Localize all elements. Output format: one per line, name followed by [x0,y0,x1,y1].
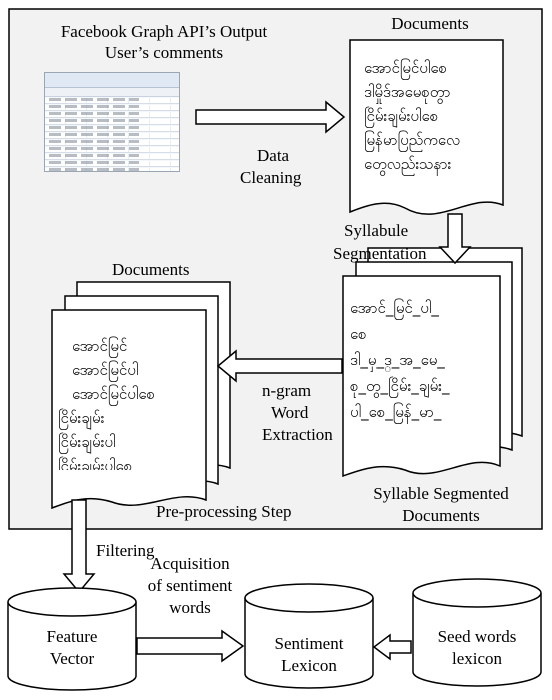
acquisition-label-2: of sentiment [147,576,233,595]
arrow-data-cleaning [195,100,346,134]
seed-words-label-1: Seed words [437,627,517,646]
document-shape-top [349,39,504,215]
syllable-seg-label-2: Segmentation [333,244,427,263]
acquisition-label-1: Acquisition [150,554,230,573]
arrow-ngram-extraction [216,349,343,383]
documents-left-label: Documents [112,260,190,279]
ngram-label-3: Extraction [262,425,333,444]
syllable-seg-label-1: Syllabule [344,221,409,240]
doc-top-line-3: ငြိမ်းချမ်းပါစေ [364,107,439,125]
ngram-doc-line-4: ငြိမ်းချမ်း [58,409,105,427]
doc-top-line-1: အောင်မြင်ပါစေ [364,59,447,77]
documents-top-label: Documents [391,14,469,33]
fb-output-subtitle: User’s comments [104,43,224,62]
ngram-doc-line-3: အောင်မြင်ပါစေ [72,385,155,403]
ngram-doc-stack [51,281,231,510]
sentiment-lexicon-cylinder [244,583,374,689]
preprocessing-label: Pre-processing Step [156,502,292,521]
doc-top-line-5: တွေလည်းသနား [364,155,452,173]
sentiment-lexicon-label-2: Lexicon [281,656,337,675]
syll-doc-line-4: စု_တွ_ငြိမ်း_ချမ်း_ [350,377,450,395]
feature-vector-label-1: Feature [46,627,98,646]
seed-words-cylinder [412,578,542,687]
data-cleaning-label-2: Cleaning [240,168,302,187]
data-cleaning-label-1: Data [257,146,290,165]
syll-docs-label-1: Syllable Segmented [373,484,509,503]
ngram-label-1: n-gram [262,381,312,400]
ngram-doc-line-1: အောင်မြင် [72,337,128,355]
ngram-doc-line-5: ငြိမ်းချမ်းပါ [58,433,116,451]
filtering-label: Filtering [96,541,155,560]
arrow-seed-to-sentiment [372,633,412,661]
arrow-syllable-segmentation [438,213,472,265]
acquisition-label-3: words [169,598,211,617]
doc-top-line-2: ဒါမှိုဒ်အမေစုတွာ [364,83,451,101]
ngram-label-2: Word [271,403,309,422]
ngram-doc-line-6: ငြိမ်းချမ်းပါစေ [58,457,133,470]
feature-vector-label-2: Vector [49,649,95,668]
arrow-filtering [62,499,96,594]
syll-doc-line-1: အောင်_မြင်_ပါ_ [350,299,439,317]
doc-top-line-4: မြန်မာပြည်ကလေ [364,131,461,149]
ngram-doc-line-2: အောင်မြင်ပါ [72,361,139,379]
arrow-acquisition [136,629,245,663]
feature-vector-cylinder [7,587,137,691]
sentiment-lexicon-label-1: Sentiment [274,634,344,653]
syll-docs-label-2: Documents [402,506,480,525]
syllable-doc-stack [342,247,523,478]
spreadsheet-thumbnail [44,72,180,172]
syll-doc-line-5: ပါ_စေ_မြန်_မာ_ [350,403,442,421]
syll-doc-line-3: ဒါ_မှ_ဒ္_အ_မေ_ [350,351,445,369]
fb-output-title: Facebook Graph API’s Output [60,22,268,41]
syll-doc-line-2: စေ [350,325,367,343]
seed-words-label-2: lexicon [451,649,503,668]
